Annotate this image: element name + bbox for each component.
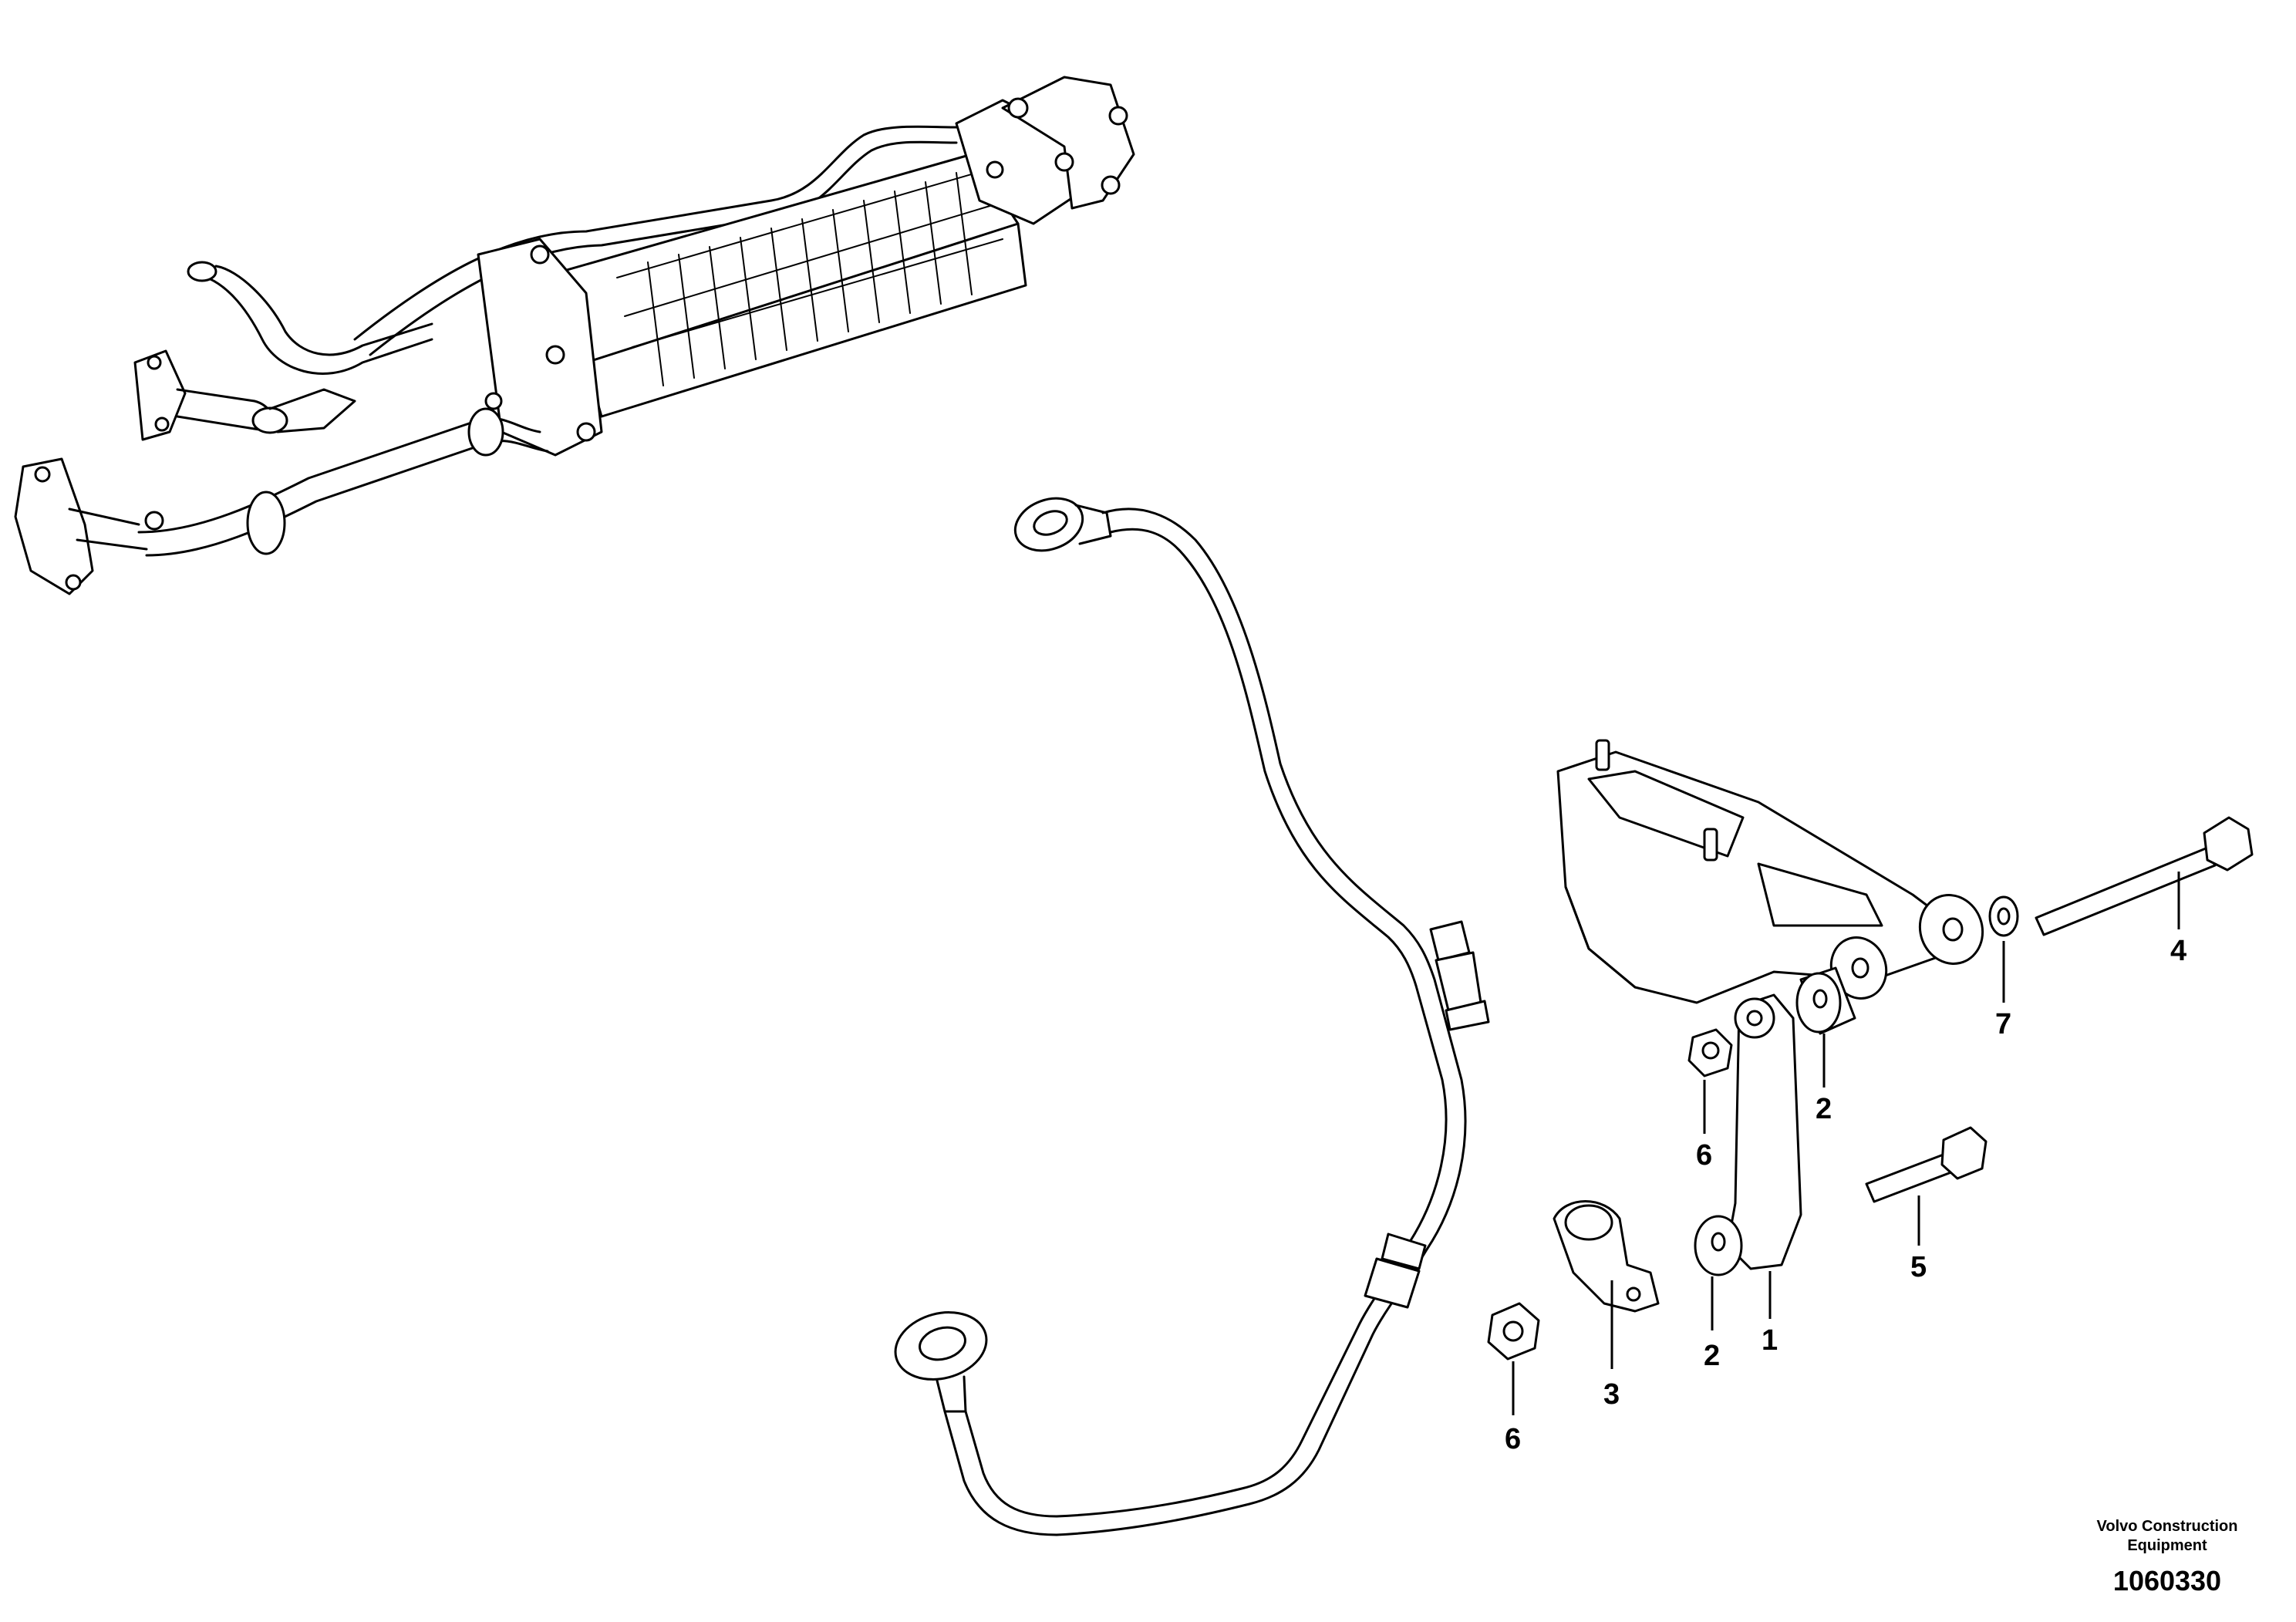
figure-caption: Volvo Construction Equipment 1060330 [2097,1518,2238,1597]
callout-2-lower: 2 [1704,1340,1720,1372]
callout-7: 7 [1995,1008,2011,1040]
brand-line-2: Equipment [2127,1537,2207,1554]
leader-lines [1512,872,2180,1415]
figure-number: 1060330 [2113,1565,2221,1597]
callout-3: 3 [1603,1378,1620,1411]
callout-6-lower: 6 [1505,1423,1521,1455]
callout-6-upper: 6 [1696,1139,1712,1172]
callout-2-upper: 2 [1816,1093,1832,1125]
callouts: 4 7 2 6 5 1 2 3 6 [1505,935,2186,1455]
brand-line-1: Volvo Construction [2097,1518,2238,1535]
egr-cooler-assembly [14,76,1135,595]
pipe-assembly [894,497,1490,1536]
callout-4: 4 [2170,935,2186,967]
callout-1: 1 [1762,1324,1778,1357]
bracket-assembly [1487,739,2254,1361]
callout-5: 5 [1910,1251,1927,1283]
